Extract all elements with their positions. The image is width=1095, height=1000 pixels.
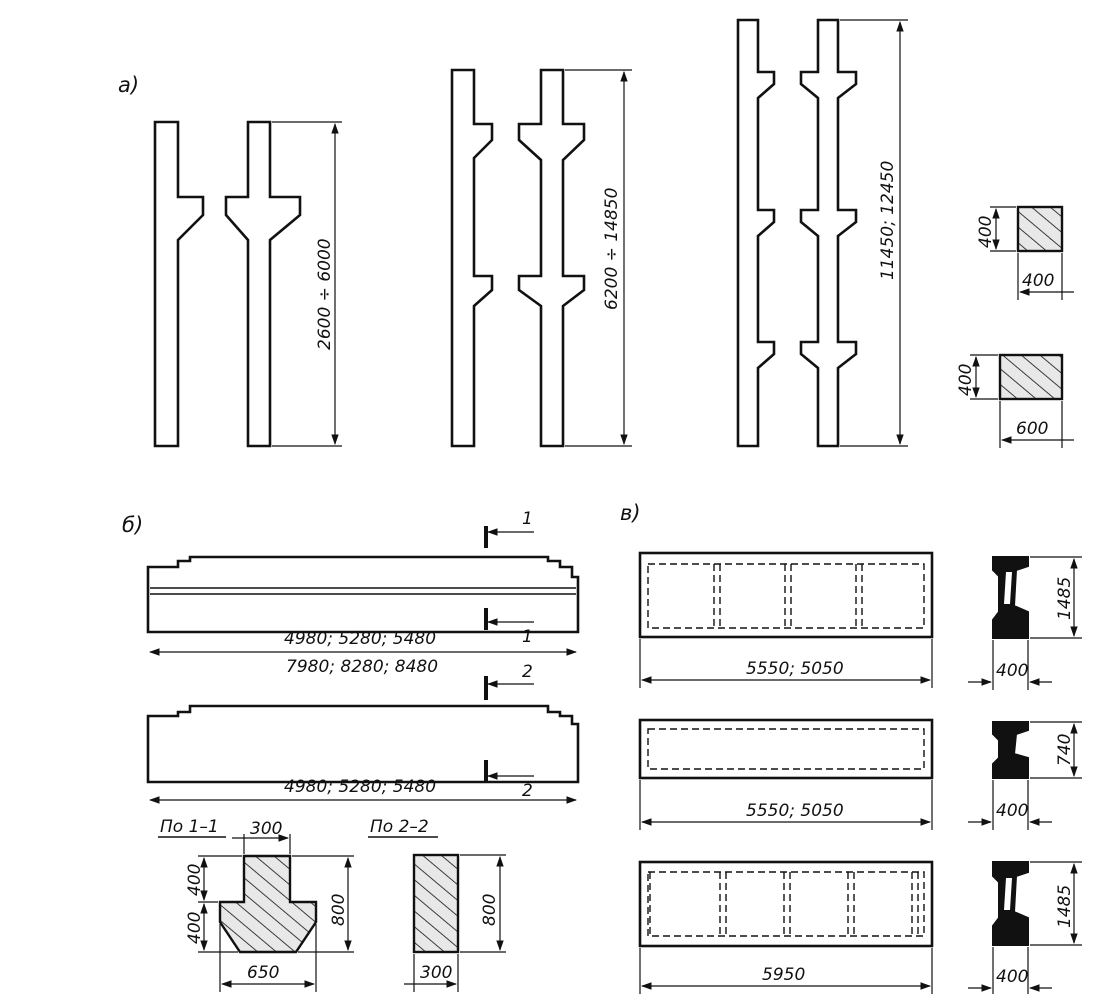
- dim-text-beam2: 4980; 5280; 5480: [284, 777, 436, 797]
- column-5-edge: [736, 18, 776, 448]
- label-part-a: а): [118, 73, 139, 97]
- dim-text-panel3-length: 5950: [762, 965, 805, 985]
- dim-text-s1-upper-height: 400: [185, 864, 205, 896]
- panel-1-outline: [638, 551, 934, 639]
- dim-text-panel3-height: 1485: [1055, 885, 1075, 928]
- section-2-title: По 2–2: [370, 817, 429, 837]
- dim-text-panel2-length: 5550; 5050: [746, 801, 844, 821]
- column-section-400x400: [1016, 205, 1064, 253]
- column-6-middle: [799, 18, 858, 448]
- panel-3-frame: [647, 871, 925, 937]
- dim-text-beam1-inner: 4980; 5280; 5480: [284, 629, 436, 649]
- panel-3-outline: [638, 860, 934, 948]
- panel-2-outline: [638, 718, 934, 780]
- dim-text-s2-height: 800: [480, 894, 500, 926]
- dim-text-sec2-h: 400: [956, 364, 976, 396]
- section-1-title: По 1–1: [160, 817, 219, 837]
- cut-1-top-label: 1: [522, 509, 533, 529]
- column-2-middle: [224, 120, 302, 448]
- beam-section-1-1: [218, 854, 318, 954]
- dim-text-panel2-width: 400: [996, 801, 1028, 821]
- dim-text-panel1-width: 400: [996, 661, 1028, 681]
- label-part-c: в): [620, 501, 641, 525]
- label-part-b: б): [122, 513, 143, 537]
- panel-3-section-void: [1004, 878, 1012, 910]
- beam-section-2-2: [412, 853, 460, 954]
- cut-2-top-label: 2: [522, 662, 533, 682]
- column-3-edge: [450, 68, 494, 448]
- beam-2-outline: [146, 704, 580, 784]
- dim-text-beam1-total: 7980; 8280; 8480: [286, 657, 438, 677]
- dim-text-col2: 6200 ÷ 14850: [602, 188, 622, 310]
- column-1-edge: [153, 120, 205, 448]
- dim-text-s1-total-height: 800: [329, 894, 349, 926]
- dim-text-sec1-h: 400: [976, 216, 996, 248]
- panel-2-frame: [647, 728, 925, 770]
- dim-text-s1-lower-height: 400: [185, 912, 205, 944]
- panel-1-section-void: [1004, 572, 1012, 604]
- panel-2-section: [992, 721, 1029, 779]
- cut-2-bottom-label: 2: [522, 781, 533, 801]
- dim-text-s1-top-width: 300: [250, 819, 282, 839]
- dim-text-panel1-length: 5550; 5050: [746, 659, 844, 679]
- dim-text-sec1-w: 400: [1022, 271, 1054, 291]
- column-section-400x600: [998, 353, 1064, 401]
- dim-text-s2-width: 300: [420, 963, 452, 983]
- column-4-middle: [517, 68, 586, 448]
- dim-text-s1-bottom-width: 650: [247, 963, 279, 983]
- dim-text-sec2-w: 600: [1016, 419, 1048, 439]
- dim-text-panel2-height: 740: [1055, 734, 1075, 766]
- dim-text-panel3-width: 400: [996, 967, 1028, 987]
- beam-1-outline: [146, 555, 580, 634]
- dim-text-panel1-height: 1485: [1055, 577, 1075, 620]
- panel-3-section: [992, 861, 1029, 946]
- dim-text-col1: 2600 ÷ 6000: [315, 238, 335, 350]
- cut-1-bottom-label: 1: [522, 627, 533, 647]
- dim-text-col3: 11450; 12450: [878, 161, 898, 280]
- panel-1-frame: [647, 563, 925, 629]
- panel-1-section: [992, 556, 1029, 639]
